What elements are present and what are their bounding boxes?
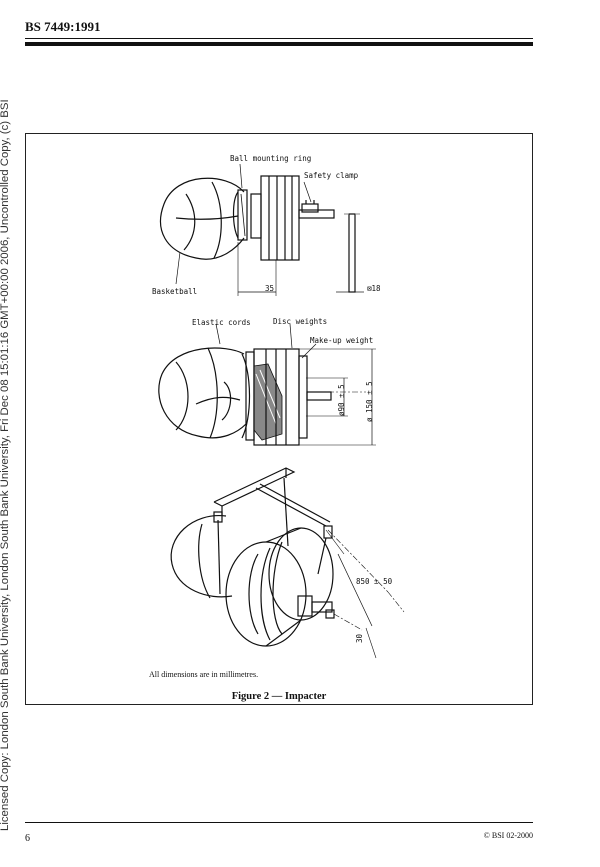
section-view — [158, 323, 376, 446]
label-elastic-cords: Elastic cords — [192, 318, 251, 327]
isometric-view — [170, 467, 405, 659]
label-disc-weights: Disc weights — [273, 317, 328, 326]
label-dim-90: ø90 ± 5 — [337, 384, 346, 416]
page-number: 6 — [25, 833, 30, 844]
dimensions-note: All dimensions are in millimetres. — [149, 670, 259, 679]
label-dim-150: ø 150 ± 5 — [365, 381, 374, 422]
label-dim-850: 850 ± 50 — [356, 577, 393, 586]
label-basketball: Basketball — [152, 287, 198, 296]
license-watermark: Licensed Copy: London South Bank Univers… — [0, 99, 11, 831]
label-dim-35: 35 — [265, 284, 275, 293]
figure-frame: Ball mounting ring Safety clamp Basketba… — [25, 133, 533, 705]
label-safety-clamp: Safety clamp — [304, 171, 359, 180]
label-dim-18: ⊠18 — [367, 284, 381, 293]
standard-code: BS 7449:1991 — [25, 19, 101, 34]
label-make-up-weight: Make-up weight — [310, 336, 374, 345]
label-dim-30: 30 — [355, 633, 364, 643]
copyright-notice: © BSI 02-2000 — [483, 831, 533, 840]
label-ball-mounting-ring: Ball mounting ring — [230, 154, 312, 163]
footer-rule — [25, 822, 533, 823]
impacter-drawing — [158, 163, 405, 659]
figure-caption: Figure 2 — Impacter — [231, 691, 327, 702]
header-rule-thick — [25, 42, 533, 46]
side-view — [160, 163, 364, 296]
header-rule-thin — [25, 38, 533, 39]
